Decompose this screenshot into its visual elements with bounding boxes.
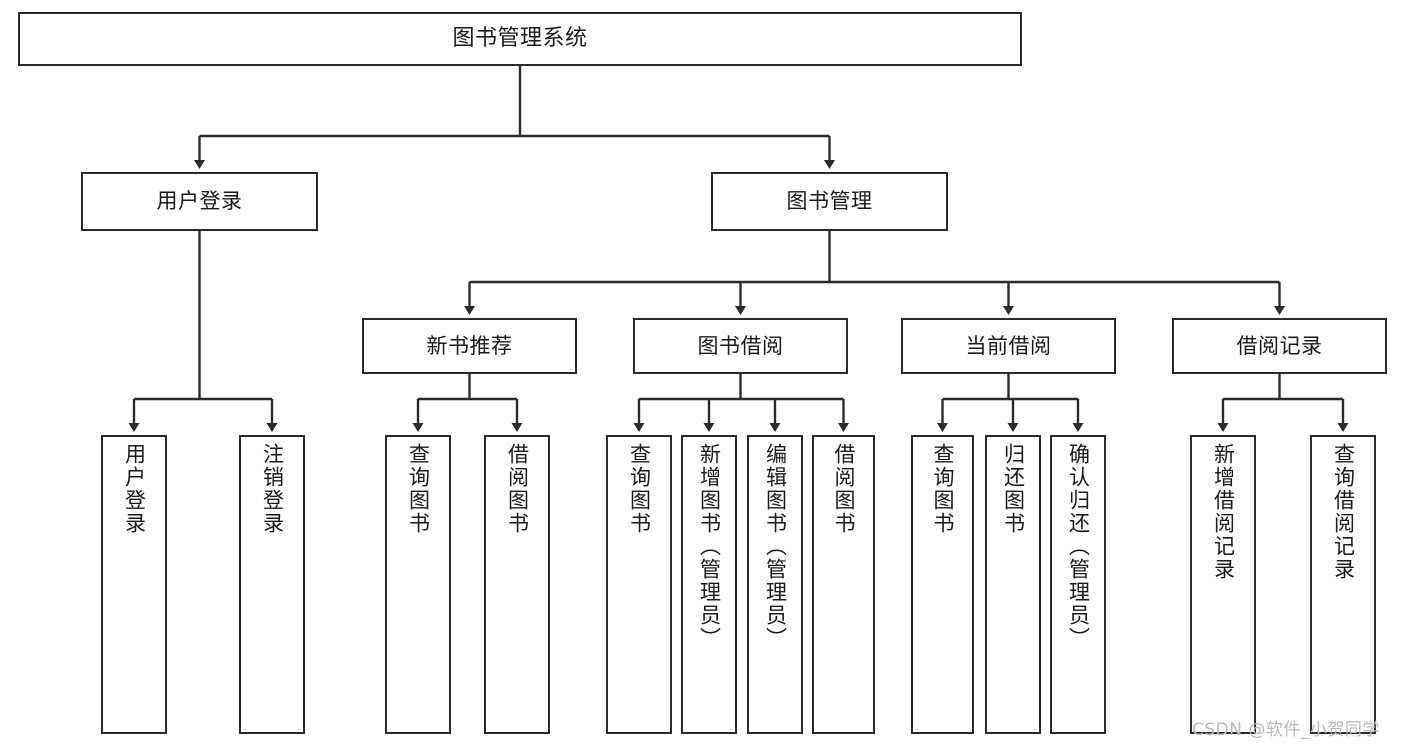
node-label: 借阅图书 [832, 443, 856, 535]
node-label: 查询图书 [931, 443, 955, 535]
node-leaf-rec-2[interactable]: 查询借阅记录 [1310, 435, 1376, 734]
node-label: 借阅图书 [505, 443, 530, 535]
node-leaf-rec-1[interactable]: 新增借阅记录 [1190, 435, 1256, 734]
node-records[interactable]: 借阅记录 [1172, 318, 1387, 374]
node-leaf-cur-1[interactable]: 查询图书 [911, 435, 974, 734]
node-label: 图书管理 [786, 189, 873, 214]
node-leaf-cur-3[interactable]: 确认归还（管理员） [1050, 435, 1106, 734]
node-label: 用户登录 [156, 189, 243, 214]
node-label: 注销登录 [260, 443, 285, 535]
node-label: 查询借阅记录 [1331, 443, 1356, 581]
node-leaf-new-1[interactable]: 查询图书 [385, 435, 451, 734]
node-label: 查询图书 [627, 443, 652, 535]
node-leaf-borrow-4[interactable]: 借阅图书 [812, 435, 875, 734]
node-label: 确认归还（管理员） [1066, 443, 1091, 650]
node-root[interactable]: 图书管理系统 [18, 12, 1022, 66]
node-leaf-borrow-3[interactable]: 编辑图书（管理员） [747, 435, 803, 734]
node-label: 借阅记录 [1236, 333, 1323, 358]
node-label: 查询图书 [406, 443, 431, 535]
node-label: 当前借阅 [965, 333, 1052, 358]
node-leaf-borrow-2[interactable]: 新增图书（管理员） [681, 435, 737, 734]
node-label: 图书借阅 [697, 333, 784, 358]
node-label: 新书推荐 [426, 333, 513, 358]
node-bookmgmt[interactable]: 图书管理 [711, 172, 948, 231]
node-leaf-login-1[interactable]: 用户登录 [101, 435, 167, 734]
node-borrow[interactable]: 图书借阅 [633, 318, 848, 374]
node-label: 归还图书 [1001, 443, 1026, 535]
node-leaf-borrow-1[interactable]: 查询图书 [606, 435, 672, 734]
watermark: CSDN @软件_小贺同学 [1192, 720, 1380, 740]
node-label: 图书管理系统 [452, 26, 588, 52]
node-leaf-login-2[interactable]: 注销登录 [239, 435, 305, 734]
node-login[interactable]: 用户登录 [81, 172, 318, 231]
node-label: 编辑图书（管理员） [763, 443, 788, 650]
node-current[interactable]: 当前借阅 [901, 318, 1116, 374]
node-leaf-cur-2[interactable]: 归还图书 [985, 435, 1041, 734]
node-label: 新增借阅记录 [1211, 443, 1236, 581]
node-leaf-new-2[interactable]: 借阅图书 [484, 435, 550, 734]
node-label: 用户登录 [122, 443, 147, 535]
node-label: 新增图书（管理员） [697, 443, 722, 650]
node-newbooks[interactable]: 新书推荐 [362, 318, 577, 374]
